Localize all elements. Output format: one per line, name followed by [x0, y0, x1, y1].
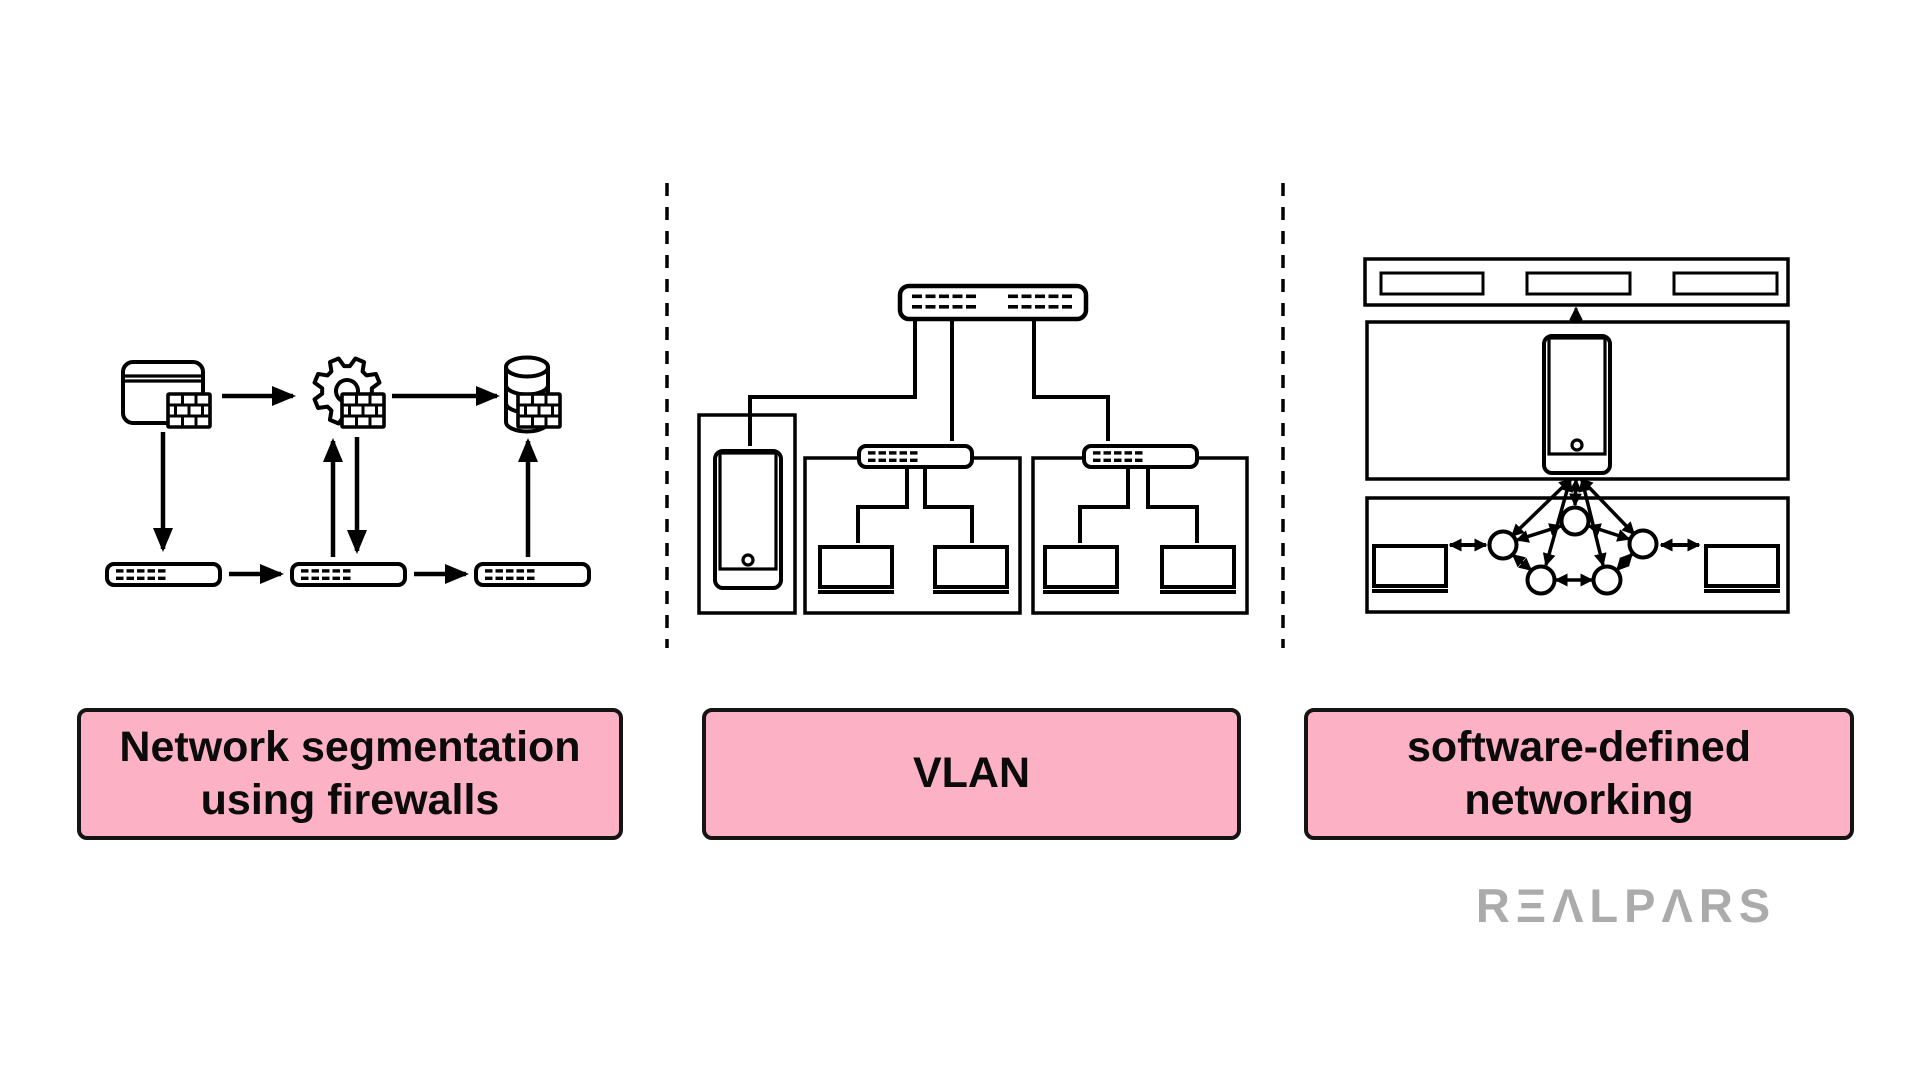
caption-network-segmentation: Network segmentation using firewalls [77, 708, 623, 840]
services-gear-firewall-icon [312, 356, 386, 429]
desktop-icon [1702, 544, 1782, 593]
web-app-firewall-icon [121, 360, 212, 429]
access-switch-icon [1082, 444, 1199, 469]
desktop-icon [1158, 545, 1238, 594]
core-switch-icon [900, 286, 1086, 319]
realpars-logo: RΞΛLPΛRS [1475, 879, 1777, 932]
sdn-app-icon [1525, 271, 1632, 296]
switch-icon [474, 562, 591, 587]
link-a-left [856, 469, 909, 543]
caption-sdn: software-defined networking [1304, 708, 1854, 840]
diagram-canvas [105, 183, 1790, 648]
switch-icon [290, 562, 407, 587]
caption-vlan: VLAN [702, 708, 1241, 840]
link-core-to-switch2 [1032, 321, 1110, 441]
diagram-sdn [1363, 257, 1790, 614]
sdn-controller-icon [1542, 334, 1612, 475]
desktop-icon [931, 545, 1011, 594]
link-b-right [1146, 469, 1199, 543]
switch-icon [105, 562, 222, 587]
ip-phone-icon [713, 449, 783, 590]
desktop-icon [816, 545, 896, 594]
link-b-left [1078, 469, 1130, 543]
desktop-icon [1370, 544, 1450, 593]
network-node-icons [1487, 505, 1659, 596]
vlan-group-b [1031, 456, 1249, 615]
link-a-right [923, 469, 974, 543]
access-switch-icon [857, 444, 974, 469]
diagram-vlan [697, 286, 1249, 615]
diagram-network-segmentation [105, 355, 591, 587]
database-firewall-icon [504, 355, 562, 434]
sdn-app-icon [1379, 271, 1485, 296]
vlan-group-a [803, 456, 1022, 615]
vlan-group-phone [697, 413, 797, 615]
desktop-icon [1041, 545, 1121, 594]
node-mesh-arrows [1511, 523, 1634, 587]
sdn-app-icon [1672, 271, 1779, 296]
link-core-to-phone [748, 321, 917, 446]
